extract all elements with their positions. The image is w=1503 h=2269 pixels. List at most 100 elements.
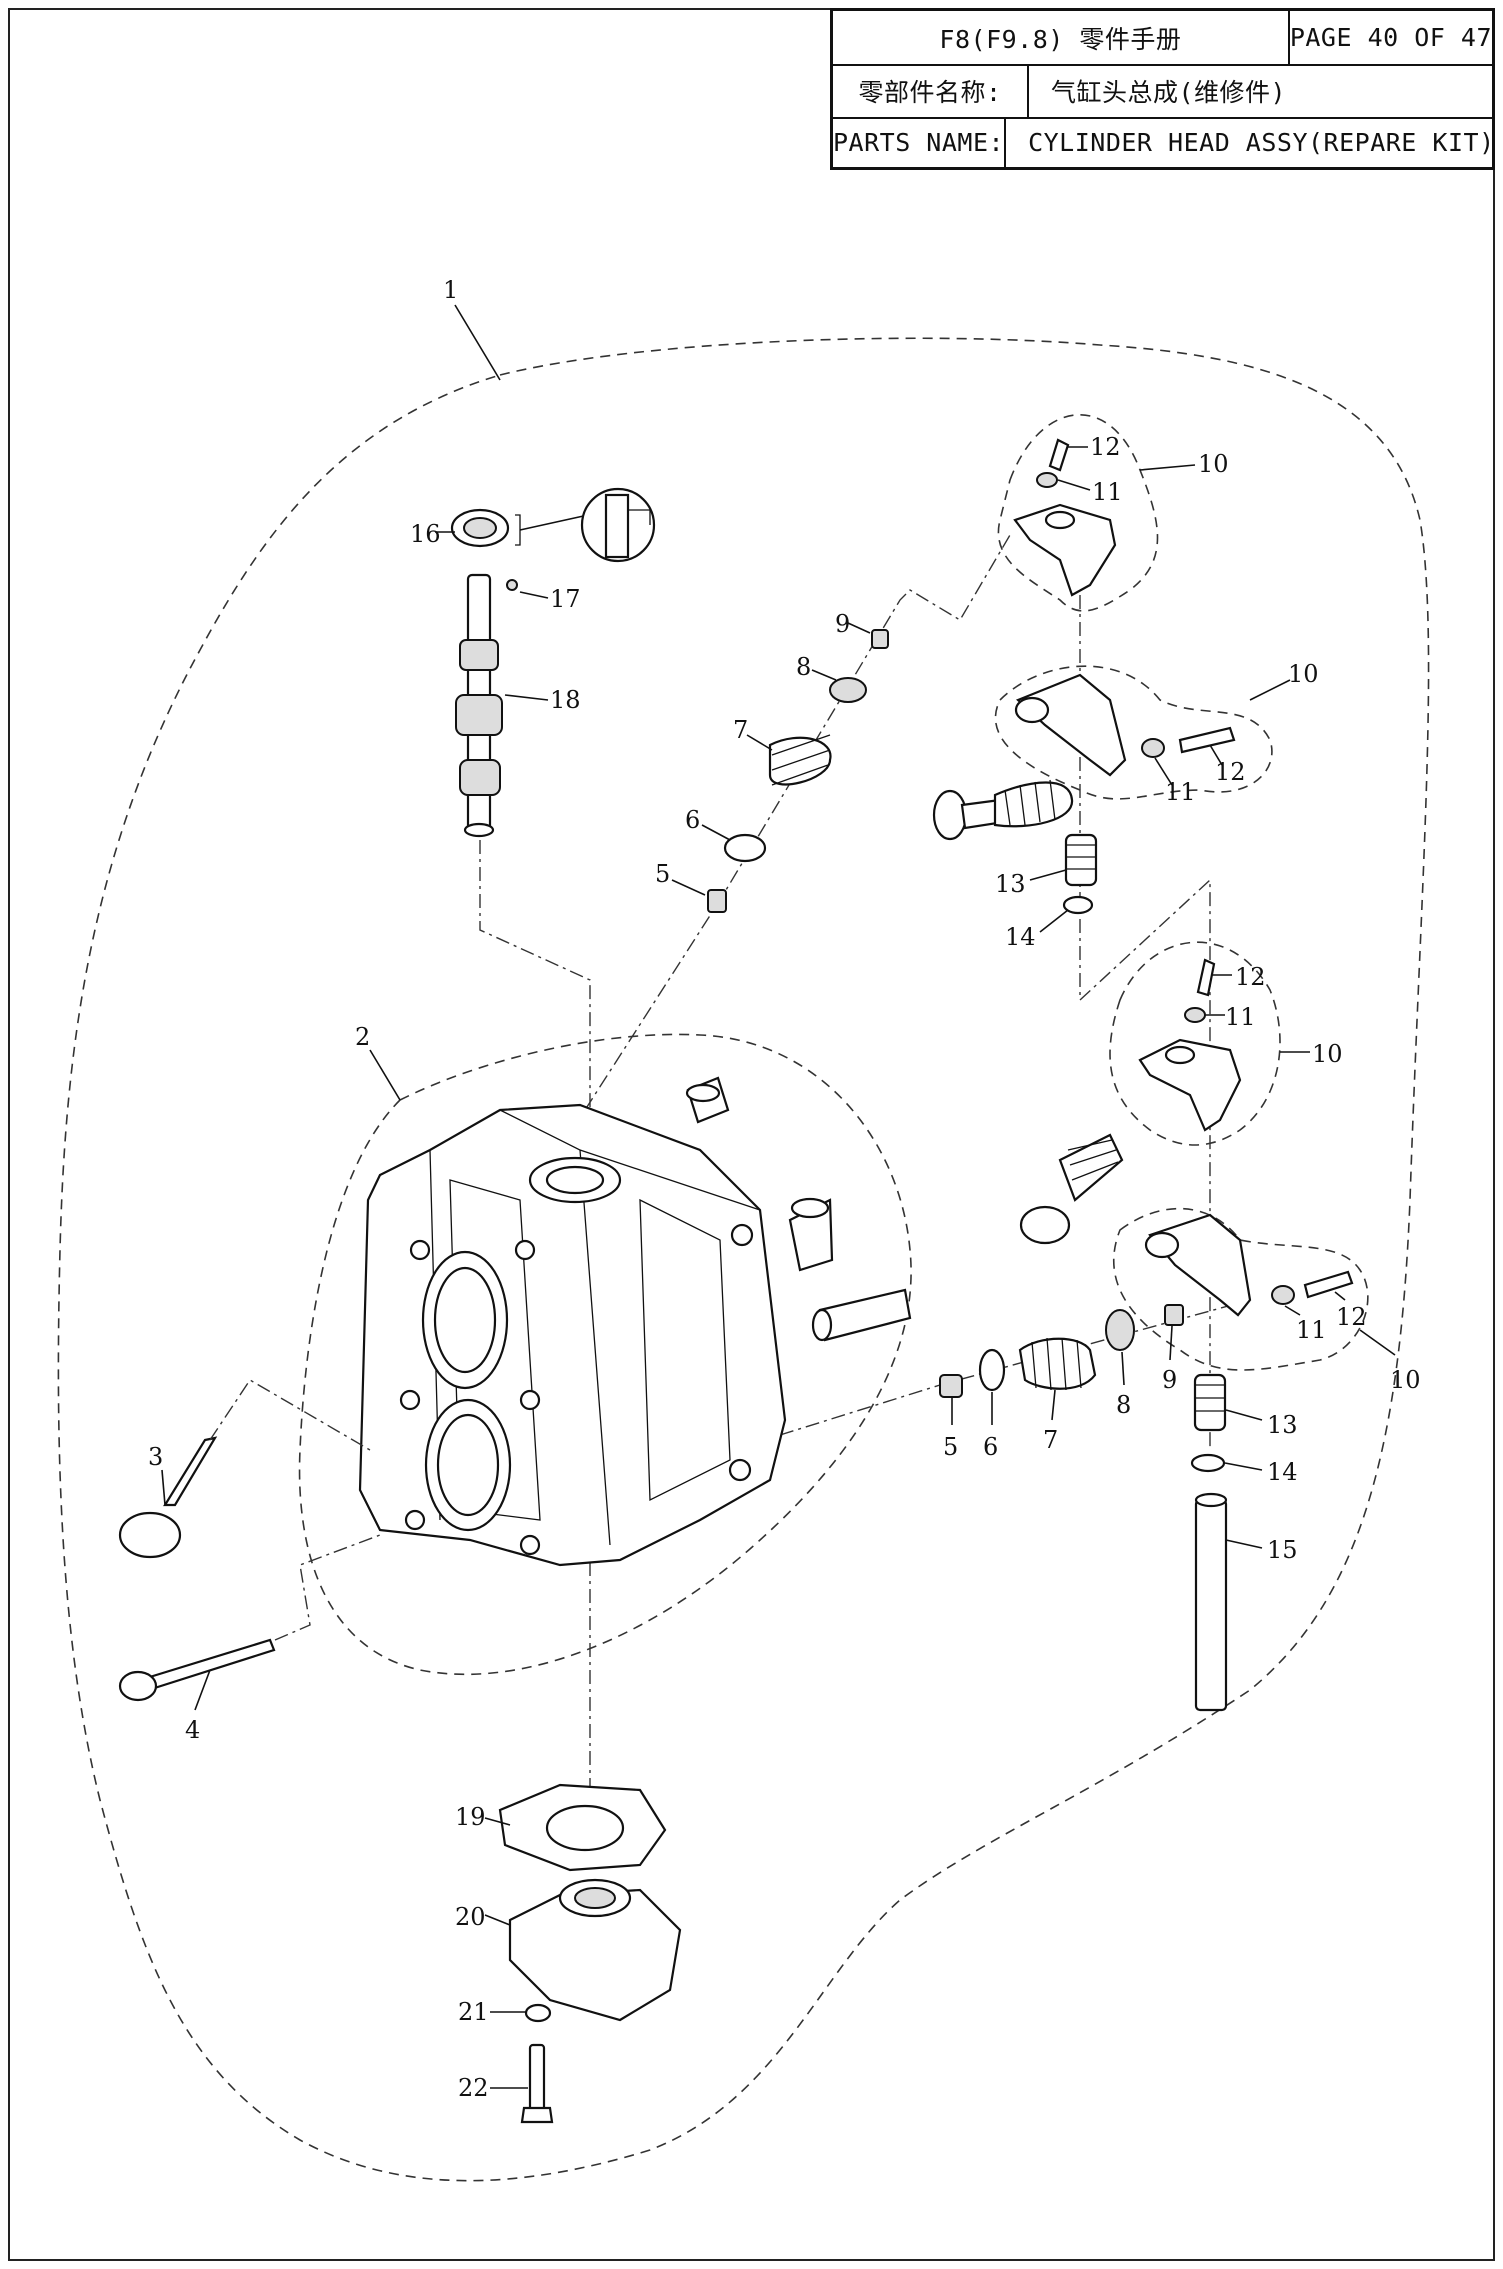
page-number: PAGE 40 OF 47 <box>1289 23 1492 52</box>
valve-guide-middle <box>788 1197 834 1272</box>
camshaft-bearing <box>450 487 656 563</box>
leader-9b <box>1169 1325 1173 1361</box>
leader-11a <box>1057 479 1091 491</box>
leader-14b <box>1224 1462 1263 1471</box>
adjust-nut-b <box>1141 738 1165 758</box>
valve-assembly-upper <box>932 779 1074 841</box>
pushrod-spring-a <box>1064 833 1098 887</box>
callout-10a: 10 <box>1198 450 1229 478</box>
callout-3: 3 <box>148 1443 163 1471</box>
callout-19: 19 <box>455 1803 486 1831</box>
leader-20 <box>484 1914 511 1926</box>
rocker-group-10-boundary-c <box>1109 941 1281 1146</box>
valve-spring-lower <box>1018 1337 1097 1391</box>
leader-5a <box>671 879 706 896</box>
callout-11b: 11 <box>1165 778 1196 806</box>
adjust-nut-d <box>1271 1285 1295 1305</box>
leader-13b <box>1225 1409 1263 1421</box>
pushrod-spring-b <box>1193 1373 1227 1432</box>
gasket <box>498 1783 667 1872</box>
callout-2: 2 <box>355 1023 370 1051</box>
callout-10d: 10 <box>1390 1366 1421 1394</box>
callout-12d: 12 <box>1336 1303 1367 1331</box>
callout-6a: 6 <box>685 806 700 834</box>
leader-13a <box>1029 869 1067 881</box>
callout-22: 22 <box>458 2074 489 2102</box>
valve-seal-lower <box>939 1374 963 1398</box>
spring-retainer-lower <box>1105 1309 1135 1351</box>
callout-8a: 8 <box>796 653 811 681</box>
callout-11a: 11 <box>1092 478 1123 506</box>
adjust-screw-c <box>1196 958 1216 997</box>
leader-15 <box>1225 1539 1263 1549</box>
adjust-screw-b <box>1178 726 1236 754</box>
leader-10d <box>1359 1329 1396 1356</box>
pushrod <box>1194 1492 1228 1712</box>
page-border <box>8 8 1495 2261</box>
axis-valve-upper <box>584 534 1011 1111</box>
spring-retainer-upper <box>829 677 867 703</box>
cylinder-head-block <box>358 1103 787 1567</box>
callout-11d: 11 <box>1296 1316 1327 1344</box>
rocker-group-10-boundary-d <box>1112 1207 1369 1371</box>
valve-seal-upper <box>707 889 727 913</box>
axis-camshaft <box>479 840 591 1150</box>
callout-5b: 5 <box>943 1433 958 1461</box>
leader-11b <box>1154 757 1173 786</box>
callout-6b: 6 <box>983 1433 998 1461</box>
valve-cotter-lower <box>1164 1304 1184 1326</box>
washer-a <box>1062 895 1094 915</box>
thermostat-housing <box>508 1878 682 2022</box>
spring-seat-upper <box>723 833 767 863</box>
callout-14a: 14 <box>1005 923 1036 951</box>
adjust-screw-a <box>1048 438 1070 472</box>
spring-seat-lower <box>978 1348 1006 1392</box>
valve-cotter-upper <box>871 629 889 649</box>
leader-18 <box>504 694 549 701</box>
callout-12c: 12 <box>1235 963 1266 991</box>
parts-name-value-en: CYLINDER HEAD ASSY(REPARE KIT) <box>1028 127 1495 157</box>
leader-3 <box>161 1469 166 1506</box>
callout-13b: 13 <box>1267 1411 1298 1439</box>
callout-14b: 14 <box>1267 1458 1298 1486</box>
callout-15: 15 <box>1267 1536 1298 1564</box>
leader-12d <box>1334 1291 1346 1301</box>
rocker-group-10-boundary-b <box>994 665 1273 800</box>
title-row-name-en: PARTS NAME: CYLINDER HEAD ASSY(REPARE KI… <box>833 117 1495 167</box>
leader-2 <box>369 1049 401 1101</box>
callout-7a: 7 <box>733 716 748 744</box>
callout-9b: 9 <box>1162 1366 1177 1394</box>
callout-10b: 10 <box>1288 660 1319 688</box>
cylinder-head-2-boundary <box>298 1033 912 1676</box>
leader-10a <box>1139 464 1196 471</box>
valve-spring-upper <box>768 734 832 786</box>
title-row-model: F8(F9.8) 零件手册 PAGE 40 OF 47 <box>833 11 1492 66</box>
leader-14a <box>1039 909 1069 933</box>
model-title: F8(F9.8) 零件手册 <box>833 11 1290 64</box>
axis-valve-3 <box>209 1379 371 1451</box>
title-block: F8(F9.8) 零件手册 PAGE 40 OF 47 零部件名称: 气缸头总成… <box>830 8 1495 170</box>
callout-21: 21 <box>458 1998 489 2026</box>
callout-10c: 10 <box>1312 1040 1343 1068</box>
leader-4 <box>194 1669 211 1711</box>
leader-8a <box>811 669 837 681</box>
callout-20: 20 <box>455 1903 486 1931</box>
valve-assembly-middle <box>1019 1133 1124 1245</box>
leader-11d <box>1284 1305 1301 1316</box>
callout-5a: 5 <box>655 860 670 888</box>
callout-7b: 7 <box>1043 1426 1058 1454</box>
adjust-screw-d <box>1303 1270 1354 1299</box>
leader-6a <box>701 824 731 841</box>
callout-9a: 9 <box>835 610 850 638</box>
leader-9a <box>847 622 871 634</box>
adjust-nut-a <box>1036 472 1058 488</box>
axis-valve-4 <box>274 1534 381 1641</box>
rocker-arm-b <box>1014 673 1127 777</box>
callout-17: 17 <box>550 585 581 613</box>
callout-16: 16 <box>410 520 441 548</box>
callout-8b: 8 <box>1116 1391 1131 1419</box>
callout-4: 4 <box>185 1716 200 1744</box>
rocker-arm-a <box>1013 503 1117 597</box>
valve-3 <box>118 1436 218 1559</box>
